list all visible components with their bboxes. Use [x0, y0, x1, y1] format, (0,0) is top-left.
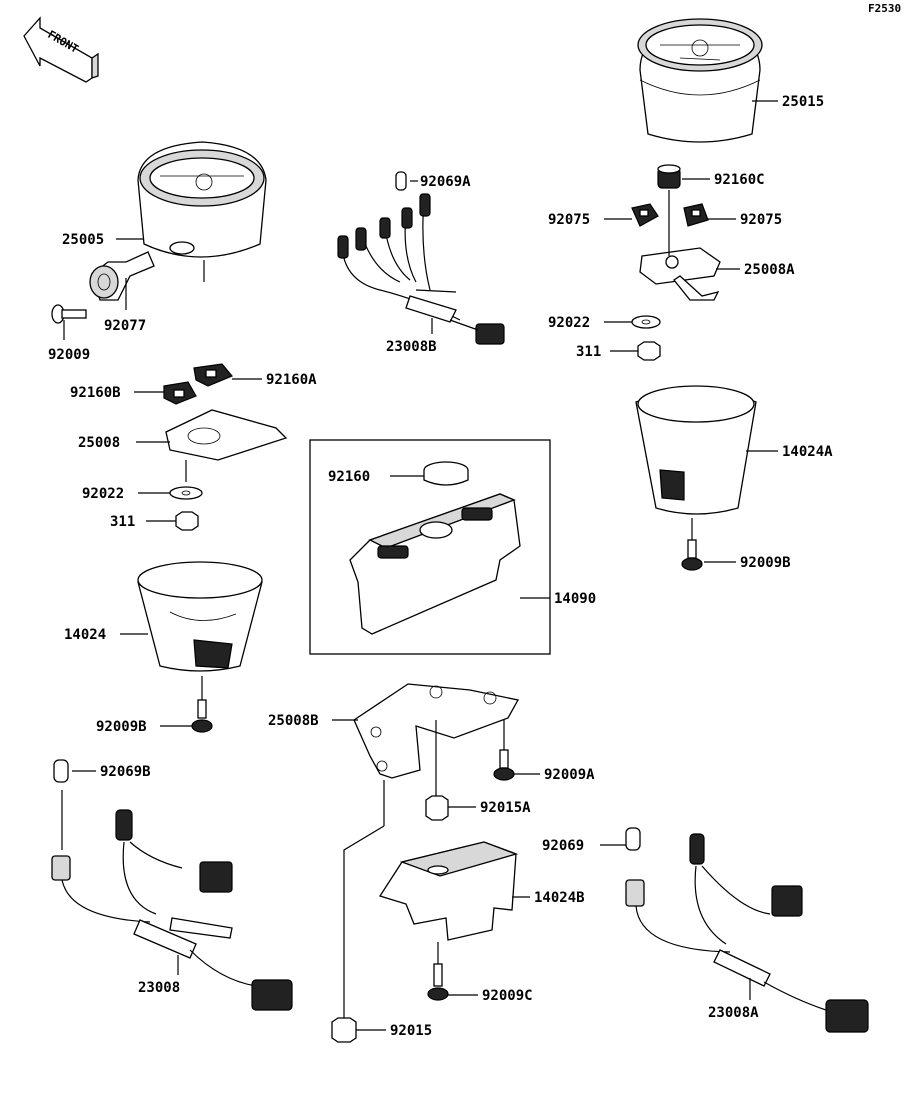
label-92022-right: 92022: [548, 315, 590, 331]
label-14024A: 14024A: [782, 444, 833, 460]
cover-14024: [137, 561, 263, 700]
meter-25015: [637, 18, 763, 143]
label-25015: 25015: [782, 94, 824, 110]
label-92015A: 92015A: [480, 800, 531, 816]
bracket-25008B: [353, 683, 519, 826]
bracket-14024B: [378, 841, 519, 964]
figure-code: F2530: [868, 2, 901, 15]
bolt-92009B-left: [191, 699, 213, 733]
meter-25005: [137, 141, 267, 282]
label-92009: 92009: [48, 347, 90, 363]
cover-14024A: [635, 385, 757, 540]
screw-92009: [51, 304, 87, 324]
grommet-92160A: [193, 363, 233, 387]
label-92160B: 92160B: [70, 385, 121, 401]
label-92009A: 92009A: [544, 767, 595, 783]
bolt-92009B-right: [681, 539, 703, 571]
bolt-92009C: [427, 963, 449, 1001]
bracket-25008: [165, 409, 288, 482]
label-25008: 25008: [78, 435, 120, 451]
washer-92022-left: [169, 486, 203, 500]
label-92022-left: 92022: [82, 486, 124, 502]
grommet-92160C: [657, 164, 681, 189]
label-311-left: 311: [110, 514, 135, 530]
label-14024: 14024: [64, 627, 106, 643]
nut-311-left: [175, 511, 199, 531]
label-92069: 92069: [542, 838, 584, 854]
label-92069B: 92069B: [100, 764, 151, 780]
label-92075-left: 92075: [548, 212, 590, 228]
harness-23008: [51, 759, 293, 1011]
label-25005: 25005: [62, 232, 104, 248]
label-92160A: 92160A: [266, 372, 317, 388]
front-arrow-icon: FRONT: [23, 16, 99, 83]
bracket-25008A: [639, 190, 721, 301]
label-92009C: 92009C: [482, 988, 533, 1004]
harness-23008A: [625, 827, 869, 1033]
label-92077: 92077: [104, 318, 146, 334]
label-14090: 14090: [554, 591, 596, 607]
grommet-92160B: [163, 381, 197, 405]
gear-92077: [89, 251, 155, 301]
bolt-92009A: [493, 749, 515, 781]
nut-311-right: [637, 341, 661, 361]
label-14024B: 14024B: [534, 890, 585, 906]
label-311-right: 311: [576, 344, 601, 360]
label-23008: 23008: [138, 980, 180, 996]
leader-lines: [63, 100, 778, 1031]
label-92069A: 92069A: [420, 174, 471, 190]
label-92009B-left: 92009B: [96, 719, 147, 735]
label-92075-right: 92075: [740, 212, 782, 228]
label-92160C: 92160C: [714, 172, 765, 188]
label-92009B-right: 92009B: [740, 555, 791, 571]
label-25008A: 25008A: [744, 262, 795, 278]
label-92160: 92160: [328, 469, 370, 485]
harness-23008B: [337, 171, 505, 345]
nut-92015: [331, 825, 385, 1043]
grommet-92075-left: [631, 203, 659, 227]
cover-14090-box: [309, 439, 551, 655]
washer-92022-right: [631, 315, 661, 329]
label-92015: 92015: [390, 1023, 432, 1039]
label-23008A: 23008A: [708, 1005, 759, 1021]
label-25008B: 25008B: [268, 713, 319, 729]
label-23008B: 23008B: [386, 339, 437, 355]
nut-92015A: [425, 795, 449, 821]
grommet-92075-right: [683, 203, 709, 227]
